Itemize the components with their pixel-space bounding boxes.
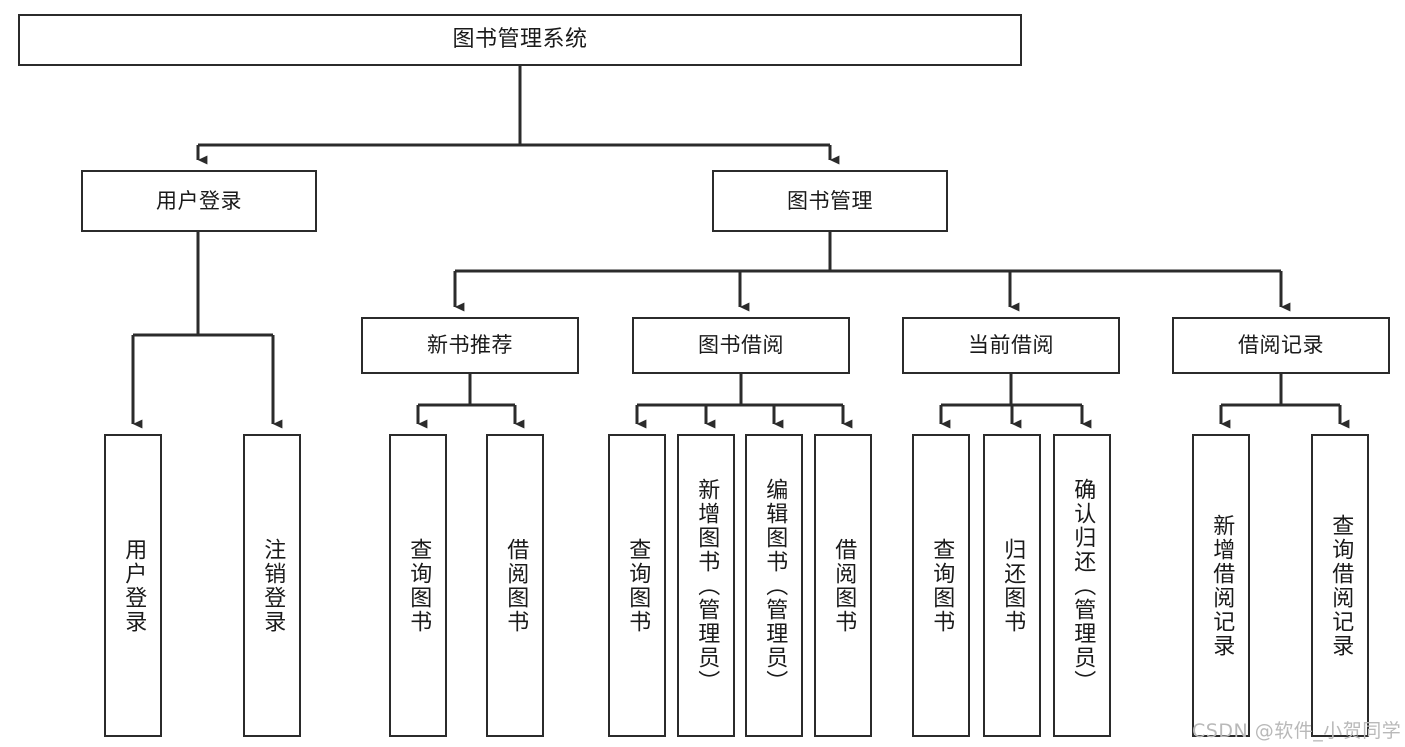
- node-leaf-user-login[interactable]: 用户登录: [104, 434, 162, 737]
- node-leaf-query-borrow-record[interactable]: 查询借阅记录: [1311, 434, 1369, 737]
- node-book-manage[interactable]: 图书管理: [712, 170, 948, 232]
- node-leaf-user-login-label: 用户登录: [121, 537, 147, 634]
- node-leaf-query-book-2-label: 查询图书: [625, 537, 651, 634]
- csdn-watermark: CSDN @软件_小贺同学: [1192, 720, 1402, 742]
- node-user-login[interactable]: 用户登录: [81, 170, 317, 232]
- node-borrow-record[interactable]: 借阅记录: [1172, 317, 1390, 374]
- node-root-system[interactable]: 图书管理系统: [18, 14, 1022, 66]
- node-leaf-confirm-return-admin-label: 确认归还（管理员）: [1070, 477, 1096, 694]
- node-borrow-record-label: 借阅记录: [1238, 333, 1324, 358]
- node-leaf-query-book-1-label: 查询图书: [406, 537, 432, 634]
- node-leaf-query-book-3-label: 查询图书: [929, 537, 955, 634]
- node-leaf-add-borrow-record-label: 新增借阅记录: [1209, 513, 1235, 658]
- node-leaf-query-borrow-record-label: 查询借阅记录: [1328, 513, 1354, 658]
- node-leaf-borrow-book-1-label: 借阅图书: [503, 537, 529, 634]
- node-leaf-add-borrow-record[interactable]: 新增借阅记录: [1192, 434, 1250, 737]
- node-leaf-user-logout-label: 注销登录: [260, 537, 286, 634]
- node-root-system-label: 图书管理系统: [452, 27, 588, 53]
- node-leaf-query-book-3[interactable]: 查询图书: [912, 434, 970, 737]
- node-leaf-add-book-admin[interactable]: 新增图书（管理员）: [677, 434, 735, 737]
- node-book-borrow[interactable]: 图书借阅: [632, 317, 850, 374]
- node-new-book-recommend-label: 新书推荐: [427, 333, 513, 358]
- node-current-borrow[interactable]: 当前借阅: [902, 317, 1120, 374]
- node-leaf-edit-book-admin[interactable]: 编辑图书（管理员）: [745, 434, 803, 737]
- node-leaf-borrow-book-2[interactable]: 借阅图书: [814, 434, 872, 737]
- node-new-book-recommend[interactable]: 新书推荐: [361, 317, 579, 374]
- node-book-manage-label: 图书管理: [787, 188, 873, 213]
- node-leaf-query-book-2[interactable]: 查询图书: [608, 434, 666, 737]
- node-user-login-label: 用户登录: [156, 188, 242, 213]
- node-leaf-confirm-return-admin[interactable]: 确认归还（管理员）: [1053, 434, 1111, 737]
- node-leaf-user-logout[interactable]: 注销登录: [243, 434, 301, 737]
- node-leaf-borrow-book-2-label: 借阅图书: [831, 537, 857, 634]
- node-leaf-return-book-label: 归还图书: [1000, 537, 1026, 634]
- node-current-borrow-label: 当前借阅: [968, 333, 1054, 358]
- node-leaf-add-book-admin-label: 新增图书（管理员）: [694, 477, 720, 694]
- node-leaf-borrow-book-1[interactable]: 借阅图书: [486, 434, 544, 737]
- node-leaf-edit-book-admin-label: 编辑图书（管理员）: [762, 477, 788, 694]
- node-book-borrow-label: 图书借阅: [698, 333, 784, 358]
- node-leaf-return-book[interactable]: 归还图书: [983, 434, 1041, 737]
- node-leaf-query-book-1[interactable]: 查询图书: [389, 434, 447, 737]
